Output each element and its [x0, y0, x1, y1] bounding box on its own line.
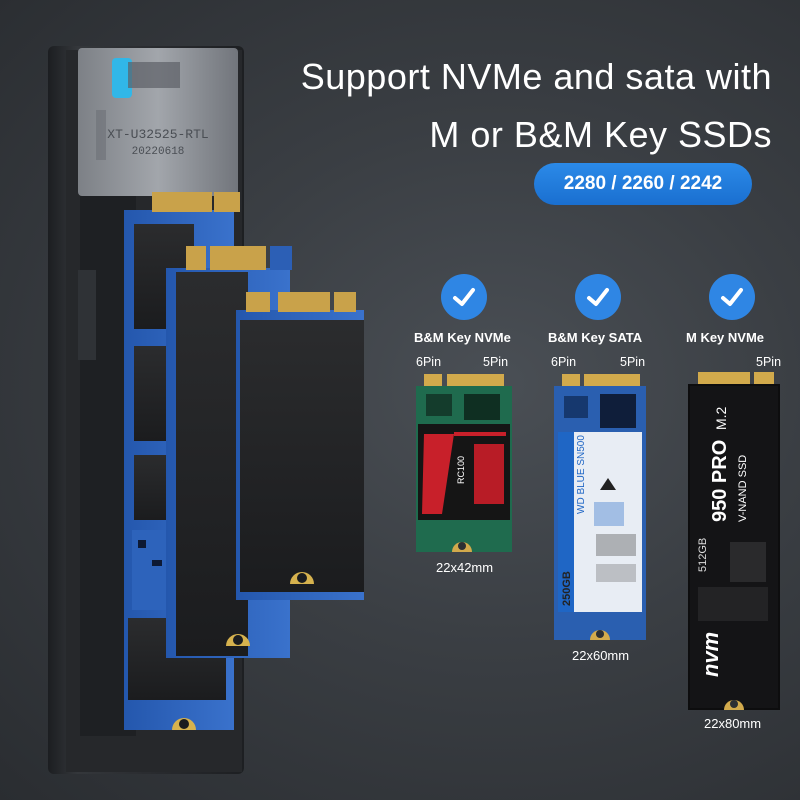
headline: Support NVMe and sata with M or B&M Key …	[232, 48, 772, 164]
ssd-2242-front	[236, 292, 364, 600]
ssd-card-2280: V-NAND SSD 950 PRO M.2 512GB nvm	[688, 372, 780, 710]
card3-title: M Key NVMe	[686, 330, 765, 345]
card3-dimension: 22x80mm	[704, 716, 762, 731]
card2-brand-text: WD BLUE SN500	[576, 435, 587, 514]
card1-brand-text: RC100	[456, 456, 466, 484]
card3-logo-text: nvm	[698, 632, 723, 677]
card3-brand-line2: 950 PRO	[709, 440, 731, 522]
enclosure-label-date: 20220618	[132, 146, 185, 158]
card1-dimension: 22x42mm	[436, 560, 494, 575]
card3-capacity-text: 512GB	[697, 538, 709, 572]
card3-right-pin: 5Pin	[756, 355, 782, 369]
card2-right-pin: 5Pin	[620, 355, 646, 369]
check-icon	[575, 274, 621, 320]
size-badge: 2280 / 2260 / 2242	[534, 163, 752, 205]
check-icon	[709, 274, 755, 320]
card1-left-pin: 6Pin	[416, 355, 442, 369]
card3-brand-line1: V-NAND SSD	[737, 455, 749, 522]
enclosure-illustration: XT-U32525-RTL 20220618	[48, 46, 364, 774]
card2-title: B&M Key SATA	[548, 330, 643, 345]
card2-capacity-text: 250GB	[561, 571, 573, 606]
card3-brand-line3: M.2	[713, 406, 729, 430]
card1-title: B&M Key NVMe	[414, 330, 511, 345]
card1-right-pin: 5Pin	[483, 355, 509, 369]
card2-left-pin: 6Pin	[551, 355, 577, 369]
enclosure-label-model: XT-U32525-RTL	[107, 127, 208, 142]
ssd-card-2260: WD BLUE SN500 250GB	[554, 374, 646, 640]
ssd-card-2242: RC100	[416, 374, 512, 552]
headline-line1: Support NVMe and sata with	[300, 56, 772, 97]
headline-line2: M or B&M Key SSDs	[429, 114, 772, 155]
card2-dimension: 22x60mm	[572, 648, 630, 663]
check-icon	[441, 274, 487, 320]
